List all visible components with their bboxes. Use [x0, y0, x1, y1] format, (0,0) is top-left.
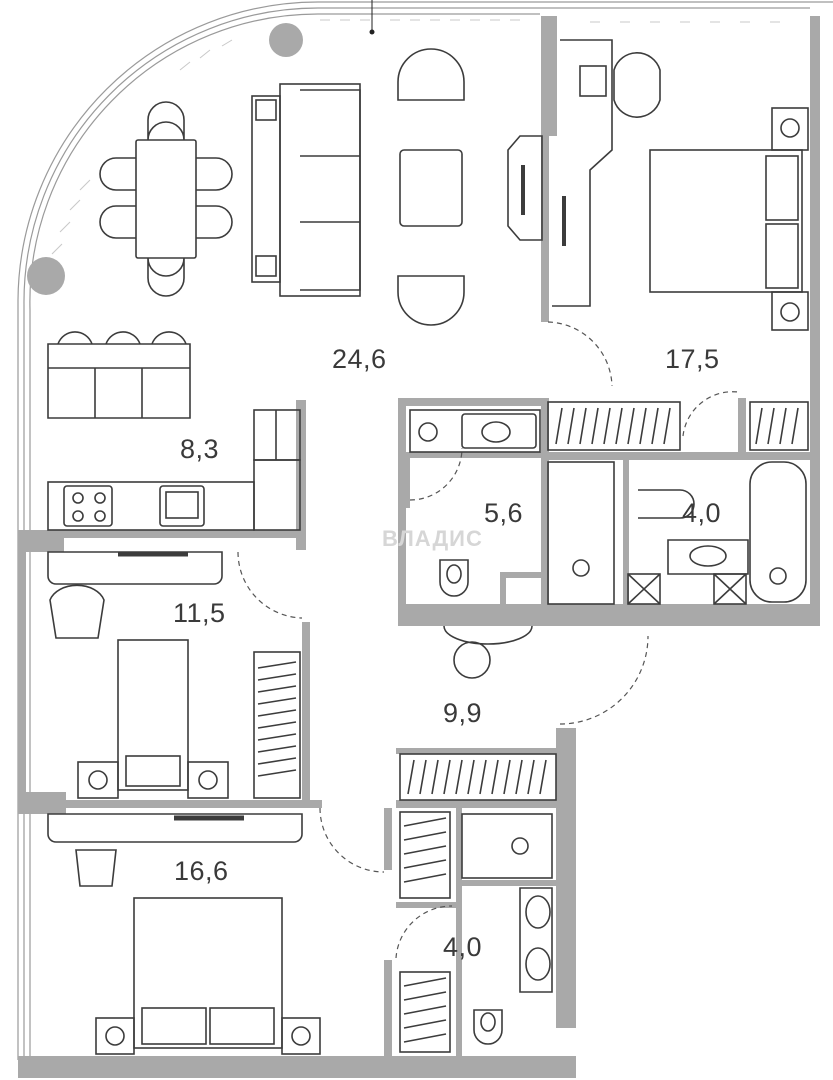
door-swings: [237, 321, 739, 959]
area-hall: 9,9: [443, 698, 482, 728]
area-kitchen-zone: 8,3: [180, 434, 219, 464]
area-bedroom-2: 11,5: [173, 598, 226, 628]
area-living-kitchen: 24,6: [332, 344, 387, 374]
furniture: [47, 39, 809, 1055]
walls: [18, 16, 820, 1078]
area-bathroom-2: 4,0: [682, 498, 721, 528]
column-circle: [269, 23, 303, 57]
area-bedroom-3: 16,6: [174, 856, 229, 886]
area-bathroom-3: 4,0: [443, 932, 482, 962]
area-bathroom-1: 5,6: [484, 498, 523, 528]
window-hatches: [51, 19, 780, 255]
area-labels: 24,6 17,5 8,3 5,6 4,0 11,5 9,9 16,6 4,0: [173, 344, 721, 962]
watermark-text: ВЛАДИС: [382, 526, 483, 551]
column-circle: [27, 257, 65, 295]
axis-dot: [369, 29, 375, 35]
facade-curve: [17, 1, 833, 1060]
area-bedroom-master: 17,5: [665, 344, 720, 374]
